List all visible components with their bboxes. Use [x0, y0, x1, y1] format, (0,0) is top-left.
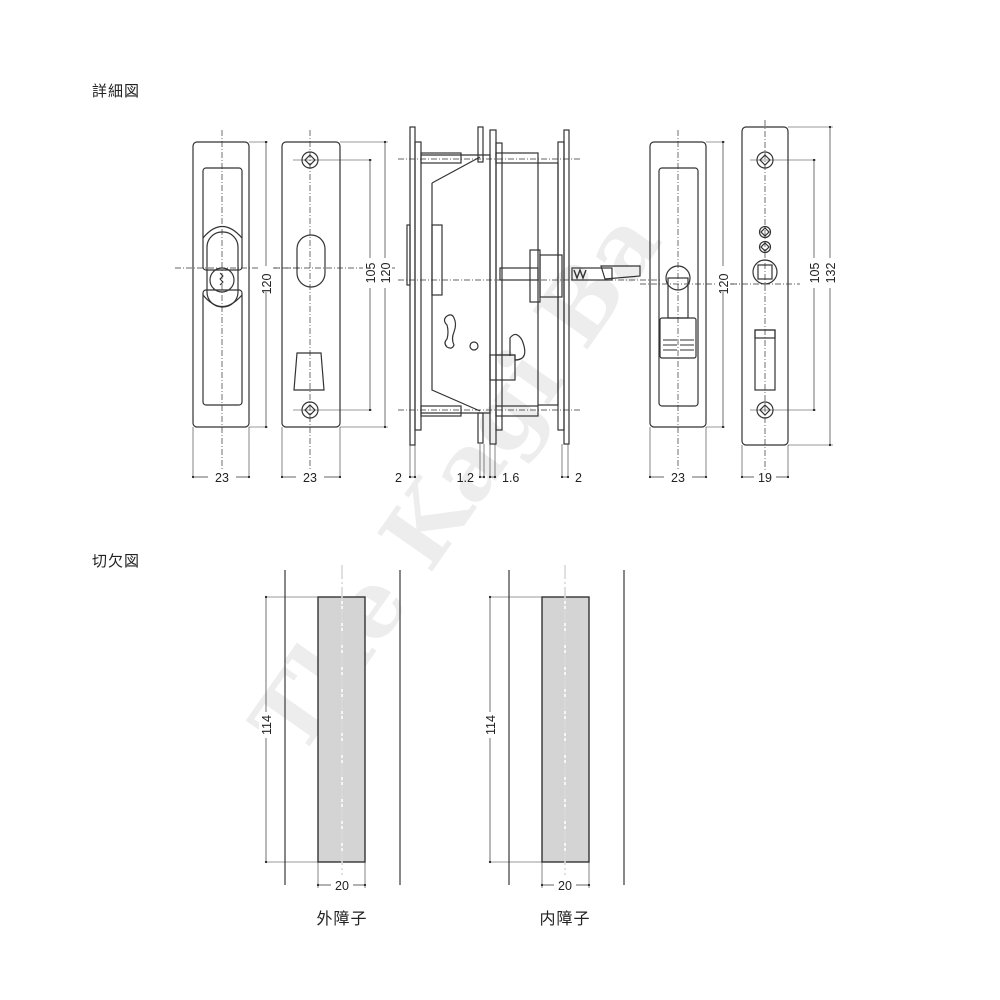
dim-cutout-2-height: 114 [484, 715, 498, 735]
dim-side-c: 1.6 [502, 471, 519, 485]
dim-outer-backplate-height: 120 [379, 263, 393, 284]
dim-inner-backplate-width: 19 [758, 471, 772, 485]
dim-inner-backplate-height: 132 [824, 263, 838, 284]
side-section-view [398, 126, 660, 479]
dim-side-d: 2 [575, 471, 582, 485]
cutout-inner-sash [488, 565, 625, 888]
cutout-1-caption: 外障子 [316, 909, 368, 928]
detail-section-title: 詳細図 [92, 82, 141, 100]
dim-cutout-1-width: 20 [335, 879, 349, 893]
dim-side-b: 1.2 [457, 471, 474, 485]
dim-outer-handle-height: 120 [260, 274, 274, 295]
dim-outer-backplate-pitch: 105 [364, 263, 378, 284]
dimension-labels: 23 23 23 19 2 1.2 1.6 2 120 105 120 120 … [208, 258, 838, 893]
dim-cutout-2-width: 20 [558, 879, 572, 893]
dim-cutout-1-height: 114 [260, 715, 274, 735]
dim-inner-handle-width: 23 [671, 471, 685, 485]
dim-outer-handle-width: 23 [215, 471, 229, 485]
outer-handle-view [175, 130, 300, 479]
inner-backplate-view [720, 120, 833, 479]
dim-inner-backplate-pitch: 105 [808, 263, 822, 284]
cutout-2-caption: 内障子 [539, 909, 591, 928]
cutout-outer-sash [264, 565, 401, 888]
dim-inner-handle-height: 120 [717, 274, 731, 295]
dim-outer-backplate-width: 23 [303, 471, 317, 485]
cutout-section-title: 切欠図 [92, 552, 141, 570]
outer-backplate-view [260, 130, 395, 479]
inner-handle-view [640, 130, 740, 479]
dim-side-a: 2 [395, 471, 402, 485]
